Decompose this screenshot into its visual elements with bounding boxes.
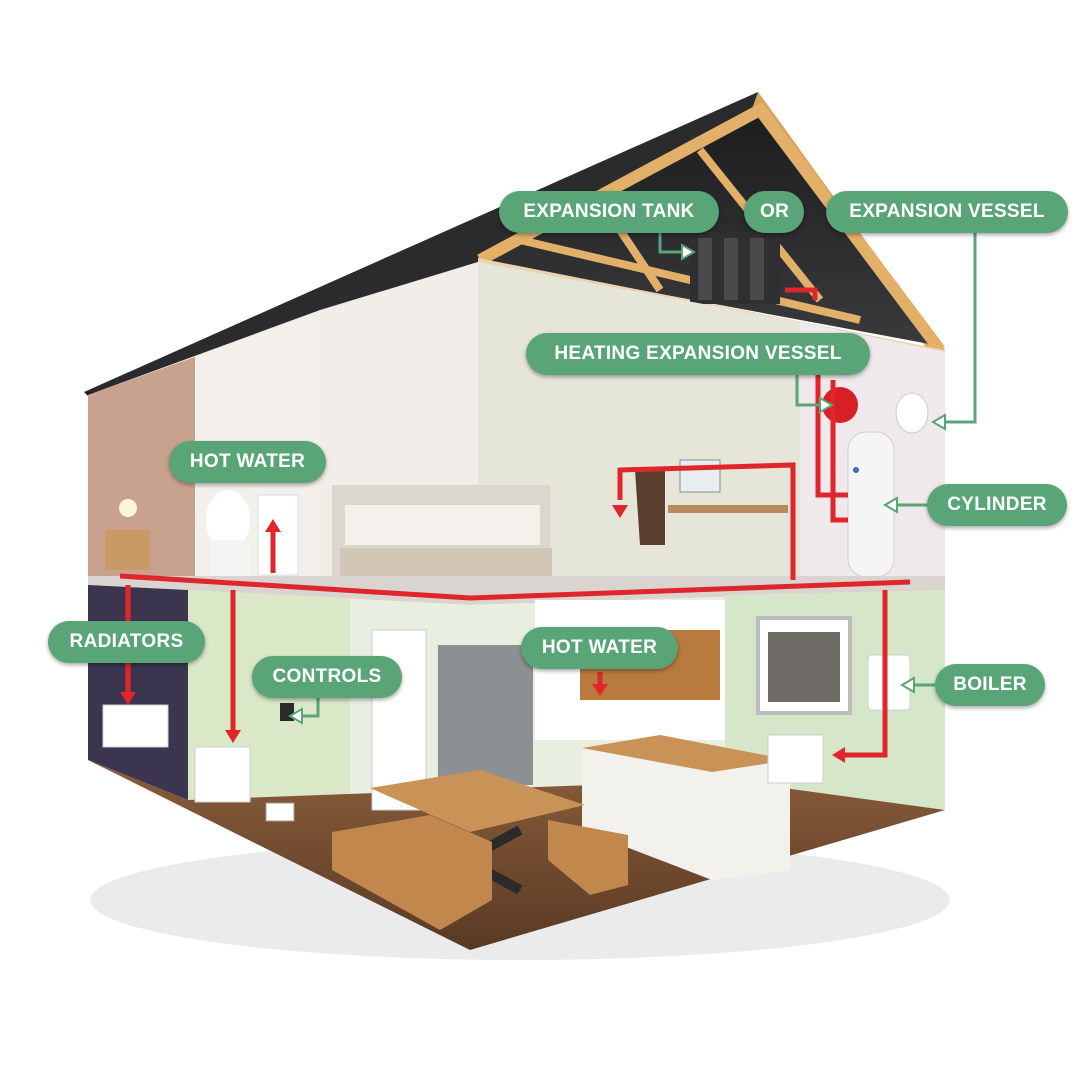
label-heating-expansion-vessel: HEATING EXPANSION VESSEL bbox=[526, 333, 870, 375]
arrow-down-kitchen bbox=[592, 684, 608, 696]
arrow-down-radiator-middle bbox=[225, 730, 241, 743]
label-radiators: RADIATORS bbox=[48, 621, 205, 663]
arrow-down-desk bbox=[612, 505, 628, 518]
label-connectors bbox=[302, 232, 977, 718]
connector-controls bbox=[302, 698, 320, 718]
arrow-down-radiator-left bbox=[120, 692, 136, 705]
heating-pipes bbox=[119, 287, 911, 758]
label-hot-water-upstairs: HOT WATER bbox=[169, 441, 326, 483]
connector-heating-expansion-vessel bbox=[795, 375, 820, 407]
label-boiler: BOILER bbox=[935, 664, 1045, 706]
connector-expansion-tank bbox=[658, 232, 682, 254]
label-controls: CONTROLS bbox=[252, 656, 402, 698]
connector-expansion-vessel bbox=[945, 232, 977, 424]
label-expansion-vessel: EXPANSION VESSEL bbox=[826, 191, 1068, 233]
expansion-tank-unit bbox=[690, 232, 780, 304]
arrow-left-radiator-right bbox=[832, 747, 845, 763]
label-hot-water-kitchen: HOT WATER bbox=[521, 627, 678, 669]
label-or: OR bbox=[744, 191, 804, 233]
label-cylinder: CYLINDER bbox=[927, 484, 1067, 526]
floor-slab bbox=[88, 576, 945, 605]
pipe-arrows bbox=[120, 505, 845, 763]
label-expansion-tank: EXPANSION TANK bbox=[499, 191, 719, 233]
arrow-up-hot-water bbox=[265, 519, 281, 532]
connector-arrowheads bbox=[288, 243, 946, 725]
